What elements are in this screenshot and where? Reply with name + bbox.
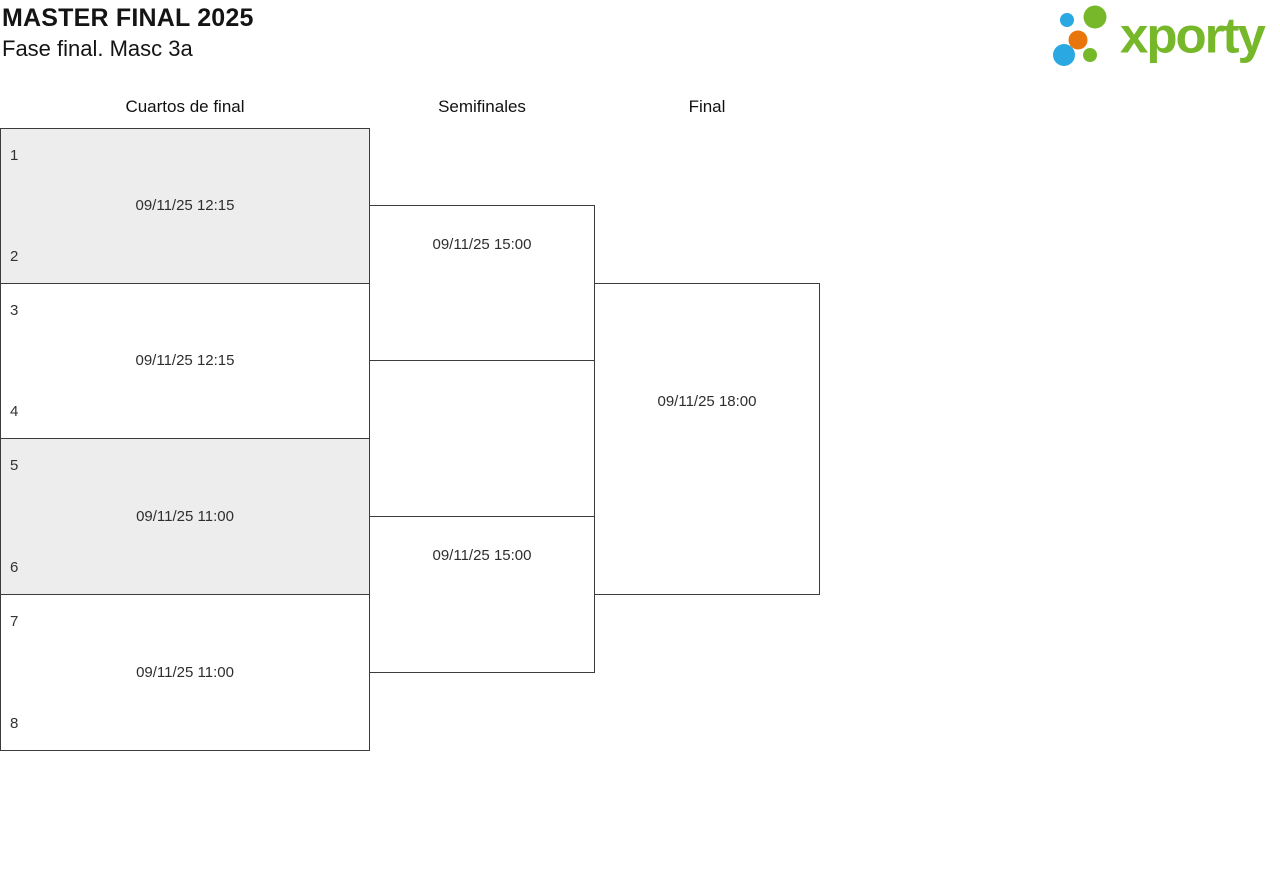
page-subtitle: Fase final. Masc 3a [2,36,193,61]
xporty-logo-text: xporty [1120,7,1266,64]
match-quarterfinal-3[interactable]: 5 09/11/25 11:00 6 [0,438,370,595]
seed-label: 8 [10,715,19,732]
seed-label: 4 [10,403,19,420]
round-header-semifinales: Semifinales [438,97,526,116]
xporty-dots-icon [1053,5,1107,66]
match-datetime: 09/11/25 11:00 [136,663,234,681]
xporty-logo[interactable]: xporty [1043,2,1266,70]
match-datetime: 09/11/25 12:15 [135,352,235,369]
seed-label: 5 [10,457,19,474]
round-header-cuartos-de-final: Cuartos de final [125,97,245,116]
seed-label: 2 [10,248,19,265]
match-datetime: 09/11/25 15:00 [432,236,532,253]
match-final[interactable]: 09/11/25 18:00 [594,283,820,595]
seed-label: 6 [10,559,19,576]
match-quarterfinal-1[interactable]: 1 09/11/25 12:15 2 [0,128,370,284]
seed-label: 1 [10,147,19,164]
match-datetime: 09/11/25 12:15 [135,197,235,214]
seed-label: 3 [10,302,19,319]
match-datetime: 09/11/25 15:00 [432,547,532,564]
seed-label: 7 [10,613,19,630]
page-title: MASTER FINAL 2025 [2,4,254,32]
match-semifinal-2[interactable]: 09/11/25 15:00 [369,516,595,673]
match-semifinal-1[interactable]: 09/11/25 15:00 [369,205,595,361]
match-datetime: 09/11/25 11:00 [136,507,234,525]
match-quarterfinal-2[interactable]: 3 09/11/25 12:15 4 [0,283,370,439]
round-header-final: Final [688,97,726,116]
match-datetime: 09/11/25 18:00 [657,393,757,410]
match-quarterfinal-4[interactable]: 7 09/11/25 11:00 8 [0,594,370,751]
header: MASTER FINAL 2025 Fase final. Masc 3a [2,3,254,64]
